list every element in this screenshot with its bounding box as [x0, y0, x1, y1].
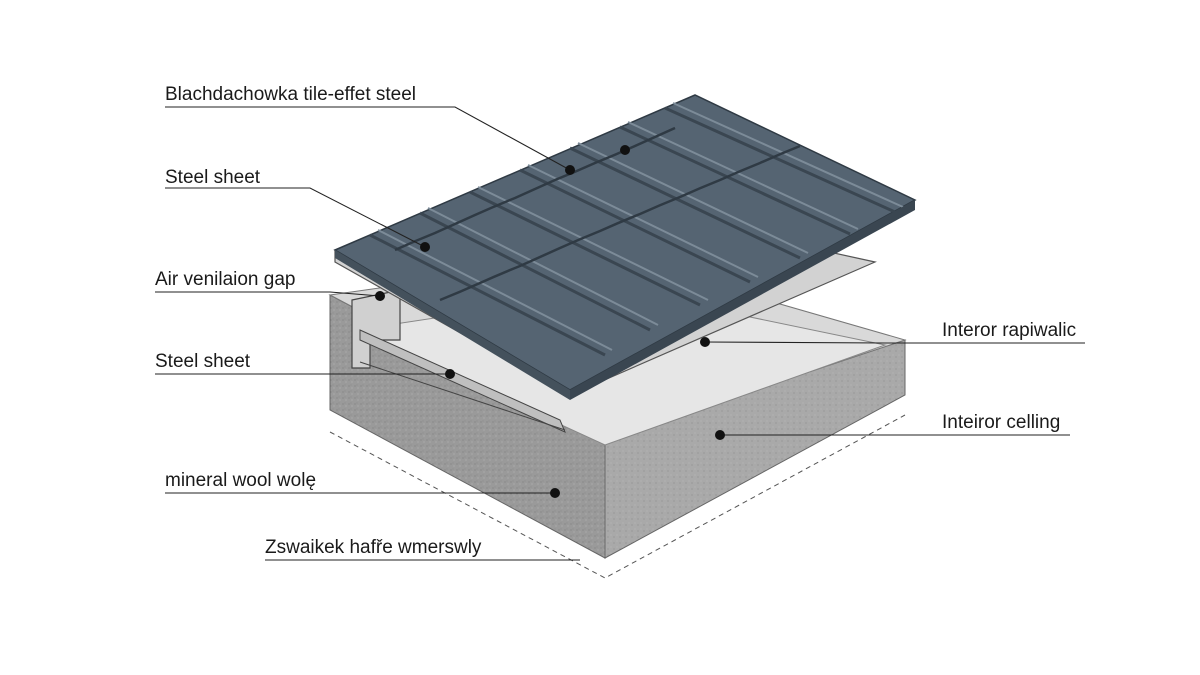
label-steel-sheet-top: Steel sheet: [165, 167, 261, 188]
tile-left-edge: [335, 250, 570, 400]
label-mineral-wool: mineral wool wolę: [165, 470, 317, 491]
leader-lines: [155, 106, 1085, 561]
lower-steel-sheet: [359, 329, 566, 433]
label-air-gap: Air venilaion gap: [155, 269, 296, 290]
leader-dots: [375, 145, 725, 498]
tile-front-edge: [570, 200, 915, 400]
label-tile-effect-steel: Blachdachowka tile-effet steel: [165, 84, 417, 105]
label-interior-right-top: Interor rapiwalic: [942, 320, 1077, 341]
tile-highlights: [377, 102, 904, 351]
label-interior-ceiling: Inteiror celling: [942, 412, 1061, 433]
label-steel-sheet-lower: Steel sheet: [155, 351, 251, 372]
dashed-outline: [329, 414, 906, 579]
label-bottom-layer: Zswaikek hafře wmerswly: [265, 537, 482, 558]
tile-step-lines: [394, 126, 801, 302]
tile-ridges: [369, 106, 896, 357]
